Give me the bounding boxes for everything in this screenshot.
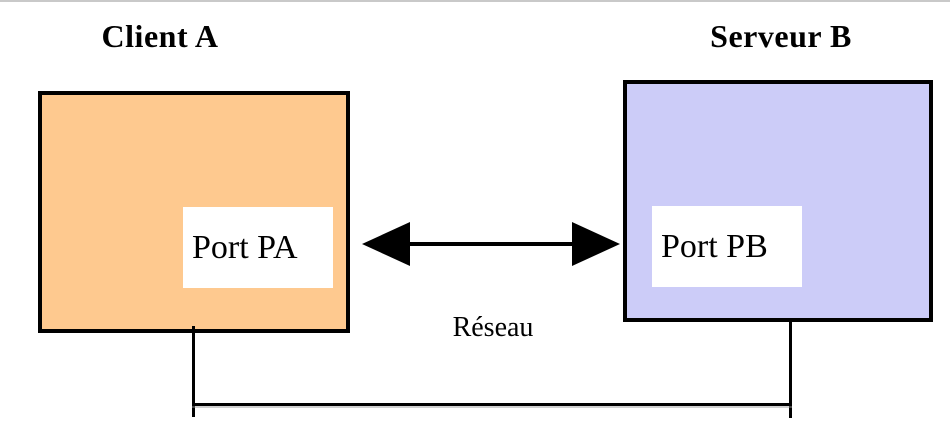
top-edge-line — [0, 0, 950, 2]
client-connector-vertical-line — [192, 326, 195, 417]
bidirectional-arrow-icon — [362, 222, 620, 266]
client-port-label: Port PA — [183, 207, 333, 288]
server-port-label: Port PB — [652, 206, 802, 287]
server-title: Serveur B — [710, 18, 852, 54]
network-label: Réseau — [452, 312, 534, 343]
server-connector-vertical-line — [789, 320, 792, 418]
client-title: Client A — [101, 18, 219, 54]
network-connector-horizontal-line — [192, 403, 792, 406]
